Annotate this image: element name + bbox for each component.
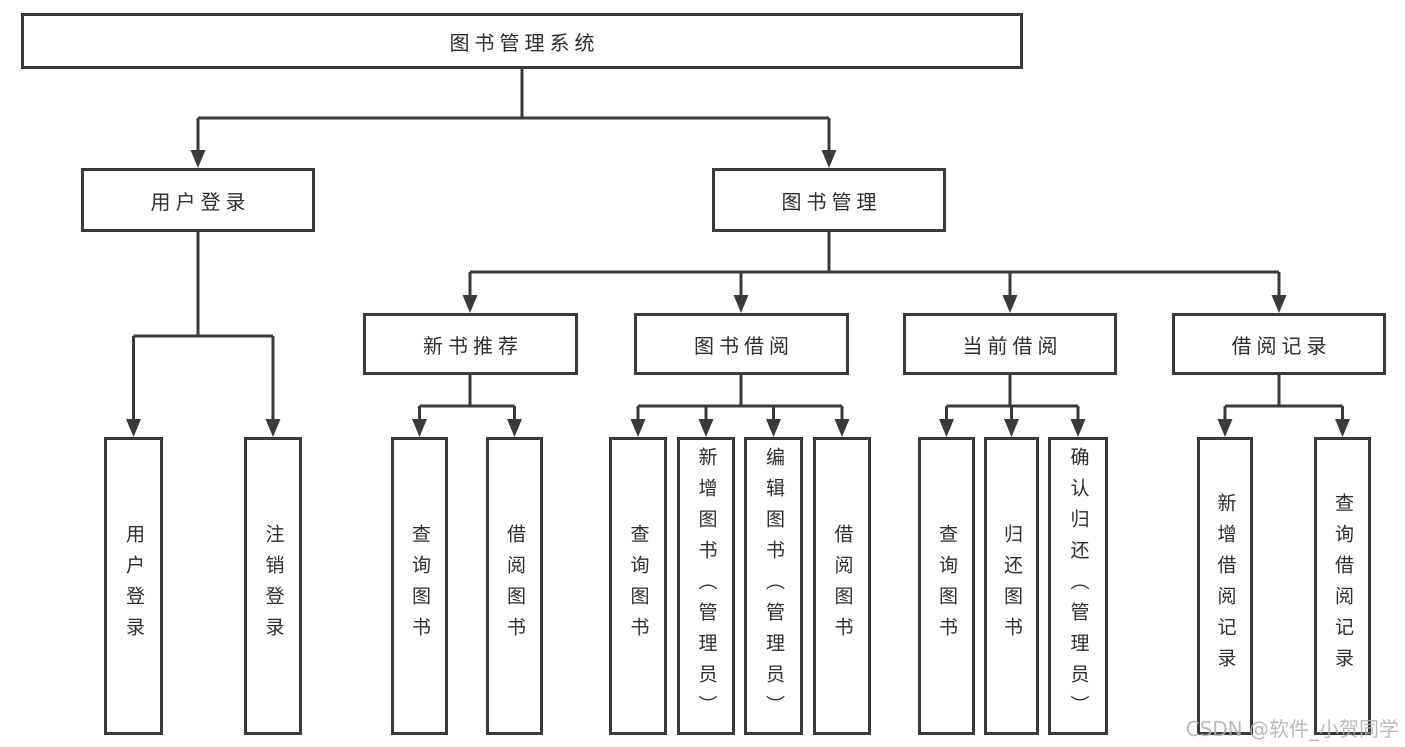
node-user-login-label: 用户登录 [150, 189, 251, 214]
leaf-borrow-edit-book-admin: 编辑图书（管理员） [744, 437, 803, 735]
node-book-management-label: 图书管理 [781, 189, 882, 214]
leaf-newbook-query-book: 查询图书 [391, 437, 448, 735]
leaf-logout: 注销登录 [244, 437, 302, 735]
leaf-record-add: 新增借阅记录 [1197, 437, 1253, 735]
leaf-record-query: 查询借阅记录 [1314, 437, 1371, 735]
watermark: CSDN @软件_小贺同学 [1185, 717, 1399, 741]
node-user-login-module: 用户登录 [81, 168, 315, 232]
node-book-management-module: 图书管理 [712, 168, 946, 232]
node-book-borrow-label: 图书借阅 [694, 333, 794, 358]
node-current-borrow-label: 当前借阅 [962, 333, 1063, 358]
node-root-label: 图书管理系统 [449, 30, 600, 55]
leaf-borrow-add-book-admin: 新增图书（管理员） [677, 437, 735, 735]
leaf-user-login: 用户登录 [104, 437, 163, 735]
node-borrow-record: 借阅记录 [1172, 313, 1386, 375]
node-book-borrow: 图书借阅 [634, 313, 849, 375]
node-root-system: 图书管理系统 [21, 13, 1023, 69]
node-new-book-recommend: 新书推荐 [363, 313, 578, 375]
node-current-borrow: 当前借阅 [903, 313, 1117, 375]
leaf-current-query-book: 查询图书 [918, 437, 975, 735]
leaf-newbook-borrow-book: 借阅图书 [486, 437, 543, 735]
leaf-current-confirm-return-admin: 确认归还（管理员） [1048, 437, 1108, 735]
leaf-borrow-borrow-book: 借阅图书 [813, 437, 871, 735]
leaf-borrow-query-book: 查询图书 [609, 437, 667, 735]
leaf-current-return-book: 归还图书 [984, 437, 1039, 735]
node-borrow-record-label: 借阅记录 [1231, 333, 1332, 358]
node-new-book-recommend-label: 新书推荐 [423, 333, 523, 358]
